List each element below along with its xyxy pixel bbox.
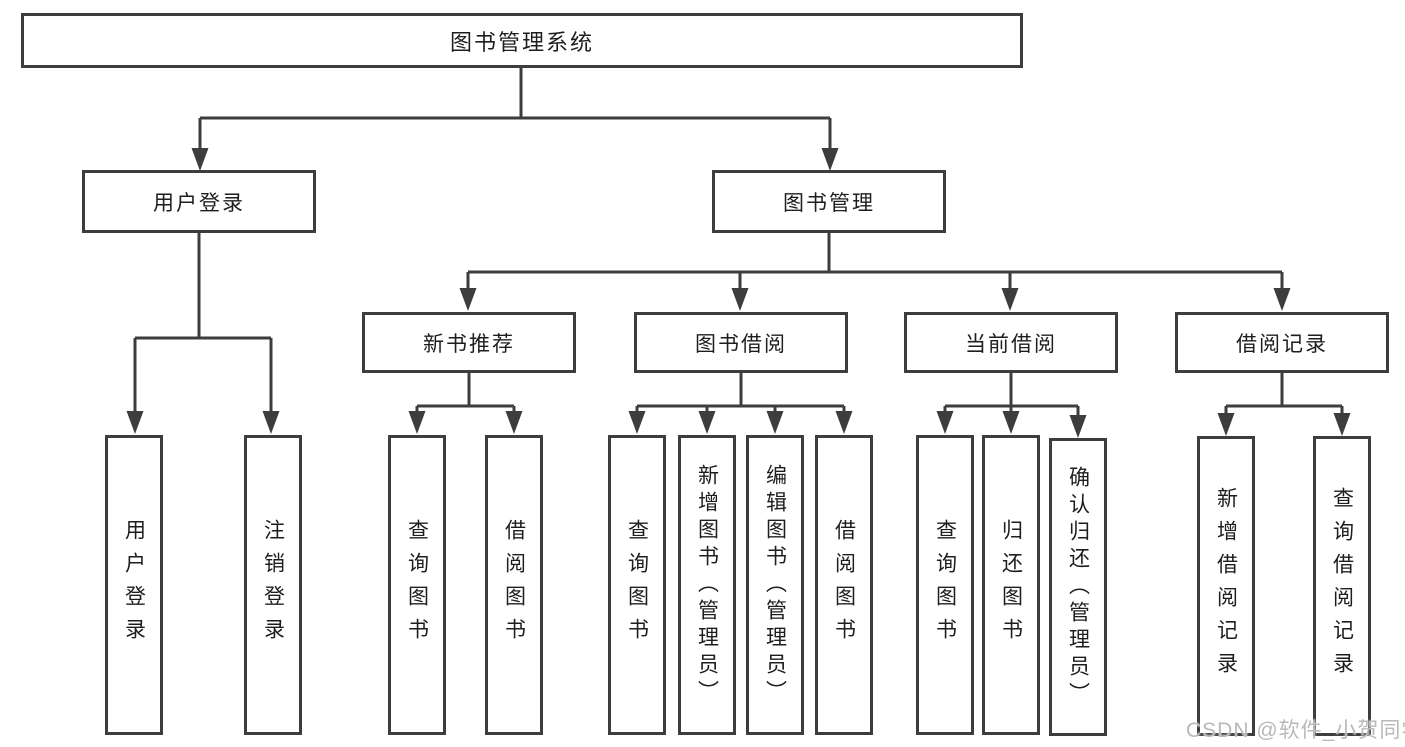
node-current-borrowing-label: 当前借阅 [965, 332, 1057, 356]
leaf-add-book-admin-label: 新增图书（管理员） [695, 463, 719, 707]
leaf-query-books-recommend: 查询图书 [388, 435, 446, 735]
leaf-add-borrow-record-label: 新增借阅记录 [1214, 487, 1238, 685]
leaf-query-books-borrowing-label: 查询图书 [625, 519, 649, 651]
node-book-borrowing-label: 图书借阅 [695, 332, 787, 356]
node-book-borrowing: 图书借阅 [634, 312, 848, 373]
node-borrowing-records-label: 借阅记录 [1236, 332, 1328, 356]
node-book-management-label: 图书管理 [783, 191, 875, 215]
leaf-query-books-current-label: 查询图书 [933, 519, 957, 651]
leaf-edit-book-admin-label: 编辑图书（管理员） [763, 463, 787, 707]
leaf-confirm-return-admin-label: 确认归还（管理员） [1066, 465, 1090, 709]
leaf-edit-book-admin: 编辑图书（管理员） [746, 435, 804, 735]
node-user-login-label: 用户登录 [153, 191, 245, 215]
root-node-library-system: 图书管理系统 [21, 13, 1023, 68]
leaf-confirm-return-admin: 确认归还（管理员） [1049, 438, 1107, 736]
csdn-watermark: CSDN @软件_小贺同学 [1186, 719, 1405, 742]
node-current-borrowing: 当前借阅 [904, 312, 1118, 373]
leaf-query-books-recommend-label: 查询图书 [405, 519, 429, 651]
leaf-add-borrow-record: 新增借阅记录 [1197, 436, 1255, 736]
leaf-return-book-label: 归还图书 [999, 519, 1023, 651]
leaf-user-login: 用户登录 [105, 435, 163, 735]
node-new-book-recommend-label: 新书推荐 [423, 332, 515, 356]
leaf-user-login-label: 用户登录 [122, 519, 146, 651]
leaf-return-book: 归还图书 [982, 435, 1040, 735]
node-new-book-recommend: 新书推荐 [362, 312, 576, 373]
leaf-borrow-books-recommend: 借阅图书 [485, 435, 543, 735]
leaf-query-books-borrowing: 查询图书 [608, 435, 666, 735]
root-node-label: 图书管理系统 [449, 29, 594, 55]
leaf-query-borrow-record-label: 查询借阅记录 [1330, 487, 1354, 685]
node-user-login: 用户登录 [82, 170, 316, 233]
leaf-query-borrow-record: 查询借阅记录 [1313, 436, 1371, 736]
leaf-add-book-admin: 新增图书（管理员） [678, 435, 736, 735]
leaf-borrow-books-recommend-label: 借阅图书 [502, 519, 526, 651]
leaf-logout-label: 注销登录 [261, 519, 285, 651]
node-book-management: 图书管理 [712, 170, 946, 233]
leaf-logout: 注销登录 [244, 435, 302, 735]
leaf-borrow-books-borrowing: 借阅图书 [815, 435, 873, 735]
leaf-borrow-books-borrowing-label: 借阅图书 [832, 519, 856, 651]
leaf-query-books-current: 查询图书 [916, 435, 974, 735]
node-borrowing-records: 借阅记录 [1175, 312, 1389, 373]
